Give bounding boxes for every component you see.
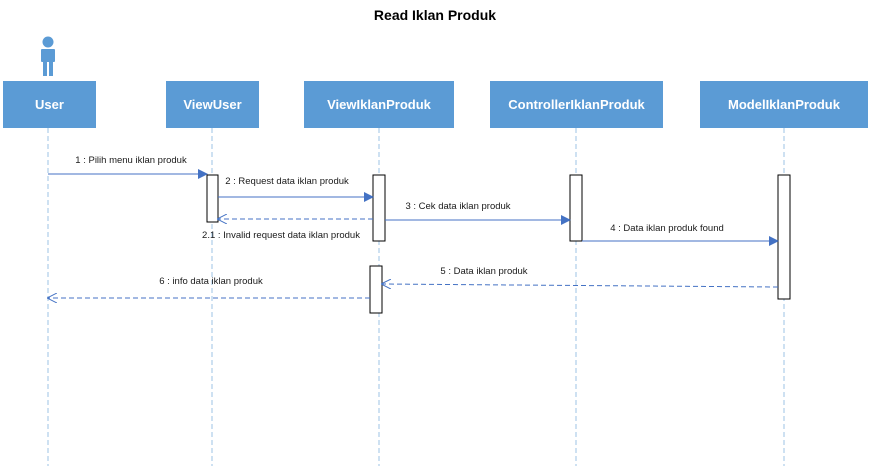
actor-person-icon	[41, 36, 55, 76]
message-1-label: 1 : Pilih menu iklan produk	[75, 155, 187, 166]
diagram-title: Read Iklan Produk	[373, 7, 497, 23]
message-5-label: 5 : Data iklan produk	[440, 266, 527, 277]
activation-controlleriklanproduk	[569, 174, 583, 242]
participant-modeliklanproduk: ModelIklanProduk	[700, 81, 868, 128]
message-6-label: 6 : info data iklan produk	[159, 276, 263, 287]
message-4-label: 4 : Data iklan produk found	[610, 223, 724, 234]
participant-user: User	[3, 81, 96, 128]
message-5-line	[382, 284, 779, 287]
participant-controlleriklanproduk: ControllerIklanProduk	[490, 81, 663, 128]
message-2-1-label: 2.1 : Invalid request data iklan produk	[202, 230, 360, 241]
participant-viewuser: ViewUser	[166, 81, 259, 128]
activation-viewiklanproduk-1	[372, 174, 386, 242]
message-2-label: 2 : Request data iklan produk	[225, 176, 349, 187]
activation-modeliklanproduk	[777, 174, 791, 300]
activation-viewuser	[206, 174, 219, 223]
message-3-label: 3 : Cek data iklan produk	[405, 201, 510, 212]
activation-viewiklanproduk-2	[369, 265, 383, 314]
participant-viewiklanproduk: ViewIklanProduk	[304, 81, 454, 128]
